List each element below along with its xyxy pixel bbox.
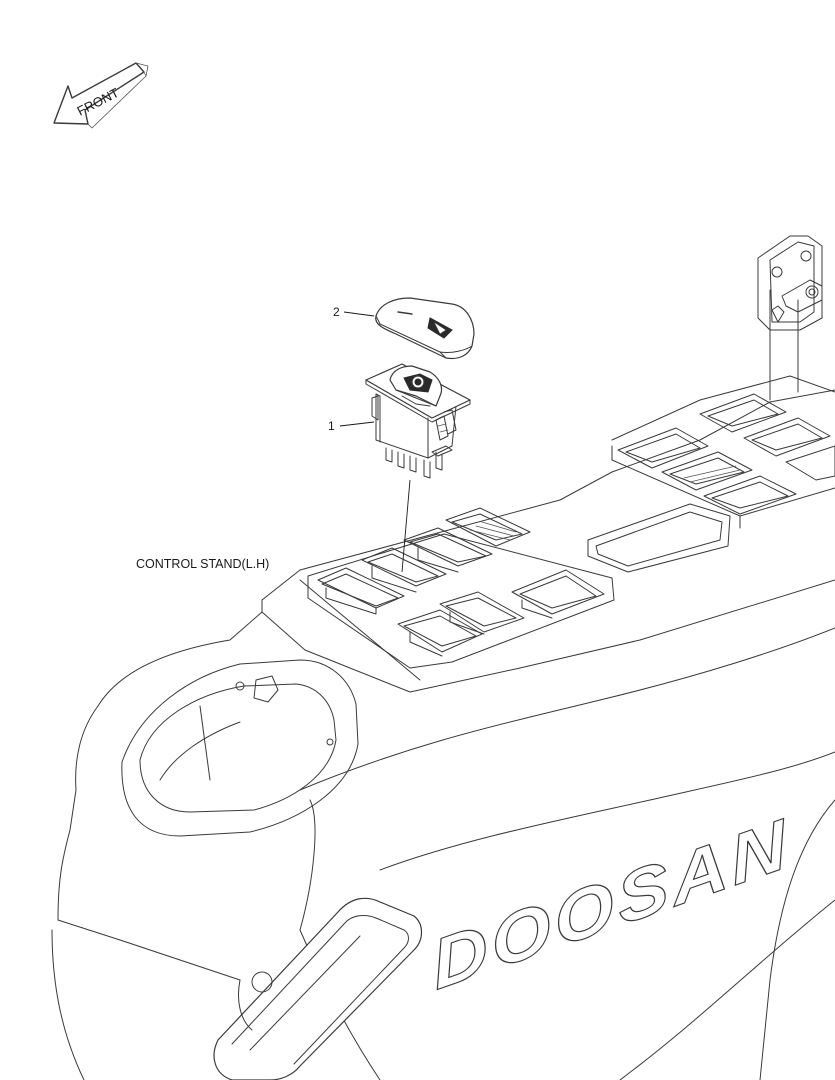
switch-slot (743, 417, 831, 457)
callout-1: 1 (328, 419, 375, 433)
callout-2: 2 (333, 305, 375, 319)
switch-slot (617, 427, 709, 469)
switch-slot (403, 527, 493, 573)
front-direction-arrow: FRONT (53, 62, 149, 129)
switch-slot (785, 445, 835, 481)
switch-slot (317, 567, 405, 615)
switch-slot (439, 591, 525, 635)
switch-slot (361, 547, 447, 593)
front-label: FRONT (75, 85, 122, 119)
switch-slot (699, 393, 787, 433)
switch-slot (703, 475, 797, 515)
switch-slot (445, 507, 531, 547)
switch-slot (397, 609, 483, 657)
switch-slot (511, 569, 605, 619)
callout-number-1: 1 (328, 419, 335, 433)
control-stand-label: CONTROL STAND(L.H) (136, 557, 269, 571)
control-stand-body (51, 375, 835, 1080)
part-2-rocker-cap (375, 297, 475, 360)
doosan-logo-text: DOOSAN (428, 803, 795, 1005)
assembly-label-group: CONTROL STAND(L.H) (136, 557, 269, 571)
doosan-logo: DOOSAN (427, 802, 795, 1005)
panel-switch-slots (307, 393, 835, 669)
switch-slot (661, 451, 753, 491)
part-1-rocker-switch (365, 363, 471, 479)
rear-bracket (757, 235, 823, 401)
callout-number-2: 2 (333, 305, 340, 319)
install-leader-line (401, 479, 411, 573)
